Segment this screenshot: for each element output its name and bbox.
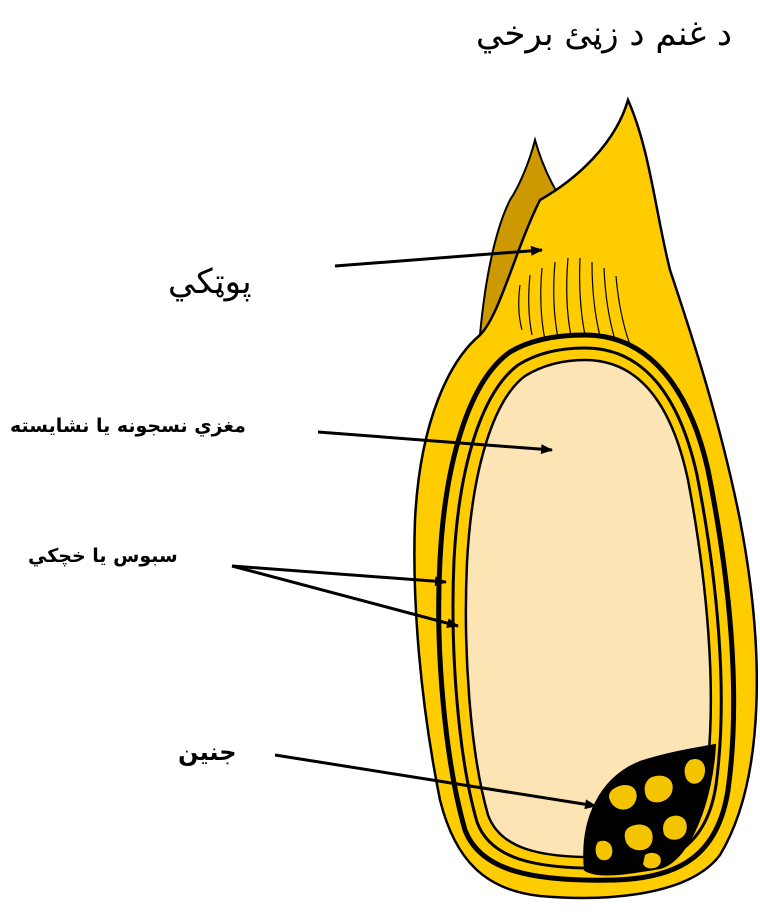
- endosperm-label: مغزي نسجونه يا نشايسته: [10, 415, 246, 437]
- embryo-label: جنين: [178, 738, 237, 766]
- bran-label: سبوس يا خچکي: [28, 545, 178, 567]
- husk-label: پوټکي: [168, 262, 252, 302]
